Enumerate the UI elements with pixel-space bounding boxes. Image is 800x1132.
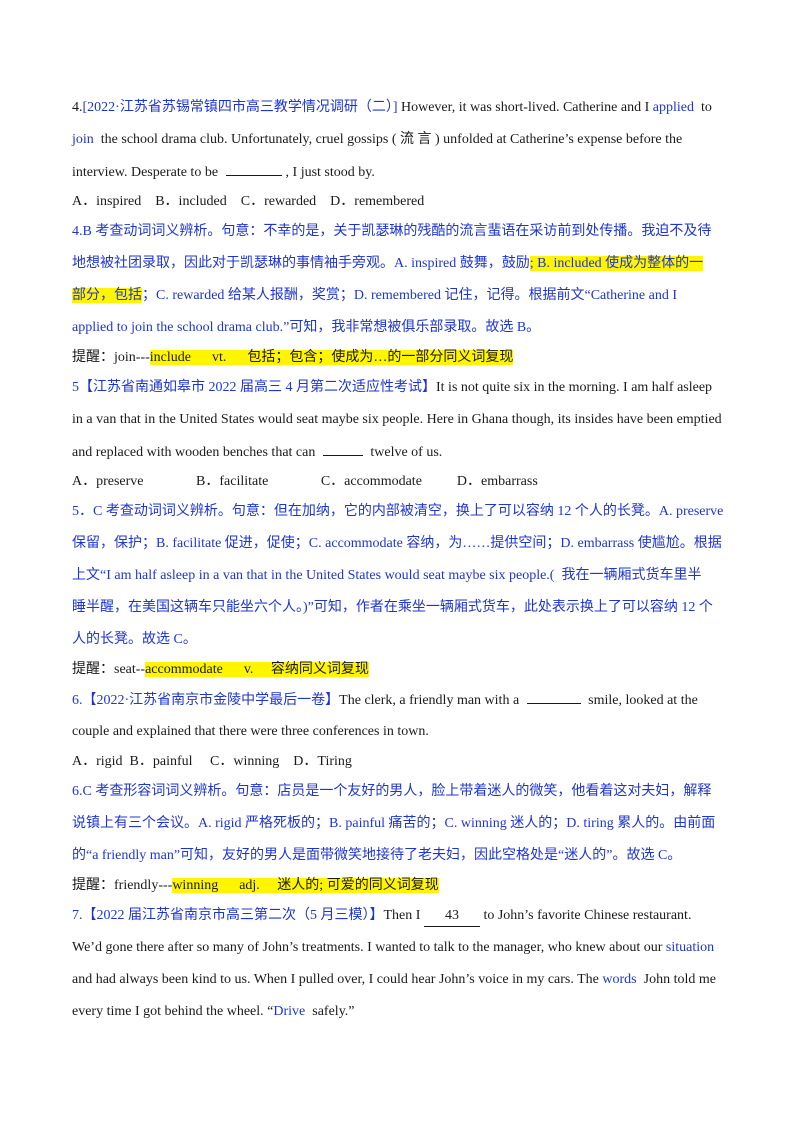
q5-line-2-wrap: in a van that in the United States would… xyxy=(72,410,722,430)
q7-text: We’d gone there after so many of John’s … xyxy=(72,940,666,955)
q5-answer-line-3: 上文“I am half asleep in a van that in the… xyxy=(72,568,702,583)
question-7: 7.【2022 届江苏省南京市高三第二次（5 月三模）】Then I 43 to… xyxy=(72,906,692,927)
q6-options-text: A．rigid B．painful C．winning D．Tiring xyxy=(72,754,352,769)
q6-options: A．rigid B．painful C．winning D．Tiring xyxy=(72,752,352,772)
q4-options-text: A．inspired B．included C．rewarded D．remem… xyxy=(72,194,425,209)
q4-line-2-wrap: join the school drama club. Unfortunatel… xyxy=(72,130,682,150)
q5-answer-line-3-wrap: 上文“I am half asleep in a van that in the… xyxy=(72,566,701,586)
q4-answer-highlight-2: 部分，包括 xyxy=(72,288,142,303)
q6-answer-line-1: 6.C 考查形容词词义辨析。句意：店员是一个友好的男人，脸上带着迷人的微笑，他看… xyxy=(72,784,712,799)
q5-options: A．preserve B．facilitate C．accommodate D．… xyxy=(72,472,538,492)
q7-word-drive: Drive xyxy=(273,1004,306,1019)
q6-remark-label: 提醒：friendly--- xyxy=(72,878,173,893)
q5-text: and replaced with wooden benches that ca… xyxy=(72,445,319,460)
q4-blank xyxy=(225,162,282,176)
q4-remark: 提醒：join---include vt. 包括；包含；使成为…的一部分同义词复… xyxy=(72,348,514,368)
q5-answer-line-2-wrap: 保留，保护；B. facilitate 促进，促使；C. accommodate… xyxy=(72,534,722,554)
q7-line-2-wrap: We’d gone there after so many of John’s … xyxy=(72,938,714,958)
q4-text: interview. Desperate to be xyxy=(72,165,222,180)
q4-text: the school drama club. Unfortunately, cr… xyxy=(93,132,683,147)
q5-remark-label: 提醒：seat-- xyxy=(72,662,146,677)
q4-line-1: 4.[2022·江苏省苏锡常镇四市高三教学情况调研（二）] However, i… xyxy=(72,98,712,118)
q4-word-join: join xyxy=(72,132,94,147)
q6-source: 6.【2022·江苏省南京市金陵中学最后一卷】 xyxy=(72,693,340,708)
q4-source: [2022·江苏省苏锡常镇四市高三教学情况调研（二）] xyxy=(82,100,398,115)
question-4: 4.[2022·江苏省苏锡常镇四市高三教学情况调研（二）] However, i… xyxy=(72,98,712,118)
q5-source: 5【江苏省南通如皋市 2022 届高三 4 月第二次适应性考试】 xyxy=(72,380,436,395)
q6-remark: 提醒：friendly---winning adj. 迷人的; 可爱的同义词复现 xyxy=(72,876,439,896)
q5-answer: 5．C 考查动词词义辨析。句意：但在加纳，它的内部被清空，换上了可以容纳 12 … xyxy=(72,502,723,522)
q4-remark-label: 提醒：join--- xyxy=(72,350,150,365)
q4-answer-line-3-wrap: 部分，包括；C. rewarded 给某人报酬，奖赏；D. remembered… xyxy=(72,286,677,306)
q6-remark-highlight: winning adj. 迷人的; 可爱的同义词复现 xyxy=(172,878,439,893)
q6-answer-line-2: 说镇上有三个会议。A. rigid 严格死板的；B. painful 痛苦的；C… xyxy=(72,816,716,831)
q7-line-4-wrap: every time I got behind the wheel. “Driv… xyxy=(72,1002,355,1022)
q7-blank-number: 43 xyxy=(444,908,459,923)
q4-answer-line-4: applied to join the school drama club.”可… xyxy=(72,320,541,335)
q5-remark: 提醒：seat--accommodate v. 容纳同义词复现 xyxy=(72,660,369,680)
q6-text: couple and explained that there were thr… xyxy=(72,724,429,739)
q5-options-text: A．preserve B．facilitate C．accommodate D．… xyxy=(72,474,538,489)
q6-answer: 6.C 考查形容词词义辨析。句意：店员是一个友好的男人，脸上带着迷人的微笑，他看… xyxy=(72,782,711,802)
q4-answer-line-2: 地想被社团录取，因此对于凯瑟琳的事情袖手旁观。A. inspired 鼓舞，鼓励 xyxy=(72,256,530,271)
q5-answer-line-5: 人的长凳。故选 C。 xyxy=(72,632,197,647)
q4-text: , I just stood by. xyxy=(285,165,375,180)
q7-word-words: words xyxy=(602,972,637,987)
q7-source: 7.【2022 届江苏省南京市高三第二次（5 月三模）】 xyxy=(72,908,384,923)
q7-word-situation: situation xyxy=(665,940,715,955)
q6-blank xyxy=(526,690,581,704)
question-5: 5【江苏省南通如皋市 2022 届高三 4 月第二次适应性考试】It is no… xyxy=(72,378,712,398)
q7-text: every time I got behind the wheel. “ xyxy=(72,1004,274,1019)
q6-answer-line-3: 的“a friendly man”可知，友好的男人是面带微笑地接待了老夫妇，因此… xyxy=(72,848,682,863)
q6-text: smile, looked at the xyxy=(584,693,698,708)
q7-text: Then I xyxy=(383,908,424,923)
q5-text: twelve of us. xyxy=(366,445,443,460)
q7-text: John told me xyxy=(636,972,716,987)
q4-remark-highlight: include vt. 包括；包含；使成为…的一部分同义词复现 xyxy=(149,350,514,365)
q6-answer-line-3-wrap: 的“a friendly man”可知，友好的男人是面带微笑地接待了老夫妇，因此… xyxy=(72,846,681,866)
question-6: 6.【2022·江苏省南京市金陵中学最后一卷】The clerk, a frie… xyxy=(72,690,698,710)
q5-blank xyxy=(322,442,363,456)
q4-text: to xyxy=(693,100,712,115)
q5-answer-line-5-wrap: 人的长凳。故选 C。 xyxy=(72,630,197,650)
q5-answer-line-4-wrap: 睡半醒，在美国这辆车只能坐六个人。)”可知，作者在乘坐一辆厢式货车，此处表示换上… xyxy=(72,598,713,618)
q4-number: 4. xyxy=(72,100,83,115)
q4-answer: 4.B 考查动词词义辨析。句意：不幸的是，关于凯瑟琳的残酷的流言蜚语在采访前到处… xyxy=(72,222,711,242)
q4-answer-line-3: ；C. rewarded 给某人报酬，奖赏；D. remembered 记住，记… xyxy=(142,288,677,303)
q5-answer-line-1: 5．C 考查动词词义辨析。句意：但在加纳，它的内部被清空，换上了可以容纳 12 … xyxy=(72,504,724,519)
q4-text: However, it was short-lived. Catherine a… xyxy=(397,100,653,115)
q4-answer-line-4-wrap: applied to join the school drama club.”可… xyxy=(72,318,540,338)
q5-text: It is not quite six in the morning. I am… xyxy=(436,380,713,395)
q4-word-applied: applied xyxy=(652,100,694,115)
q7-text: and had always been kind to us. When I p… xyxy=(72,972,603,987)
q4-line-3-wrap: interview. Desperate to be , I just stoo… xyxy=(72,162,375,182)
q6-line-2-wrap: couple and explained that there were thr… xyxy=(72,722,429,742)
q5-answer-line-2: 保留，保护；B. facilitate 促进，促使；C. accommodate… xyxy=(72,536,722,551)
q4-answer-highlight: ; B. included 使成为整体的一 xyxy=(529,256,704,271)
q4-options: A．inspired B．included C．rewarded D．remem… xyxy=(72,192,424,212)
q7-text: to John’s favorite Chinese restaurant. xyxy=(479,908,692,923)
q5-line-3-wrap: and replaced with wooden benches that ca… xyxy=(72,442,442,462)
q4-answer-line-2-wrap: 地想被社团录取，因此对于凯瑟琳的事情袖手旁观。A. inspired 鼓舞，鼓励… xyxy=(72,254,704,274)
q6-text: The clerk, a friendly man with a xyxy=(339,693,523,708)
q5-remark-highlight: accommodate v. 容纳同义词复现 xyxy=(145,662,369,677)
q4-answer-line-1: 4.B 考查动词词义辨析。句意：不幸的是，关于凯瑟琳的残酷的流言蜚语在采访前到处… xyxy=(72,224,712,239)
q5-answer-line-4: 睡半醒，在美国这辆车只能坐六个人。)”可知，作者在乘坐一辆厢式货车，此处表示换上… xyxy=(72,600,713,615)
q6-answer-line-2-wrap: 说镇上有三个会议。A. rigid 严格死板的；B. painful 痛苦的；C… xyxy=(72,814,715,834)
q7-line-3-wrap: and had always been kind to us. When I p… xyxy=(72,970,716,990)
q5-text: in a van that in the United States would… xyxy=(72,412,722,427)
q7-blank-43: 43 xyxy=(423,906,480,927)
q7-text: safely.” xyxy=(305,1004,355,1019)
